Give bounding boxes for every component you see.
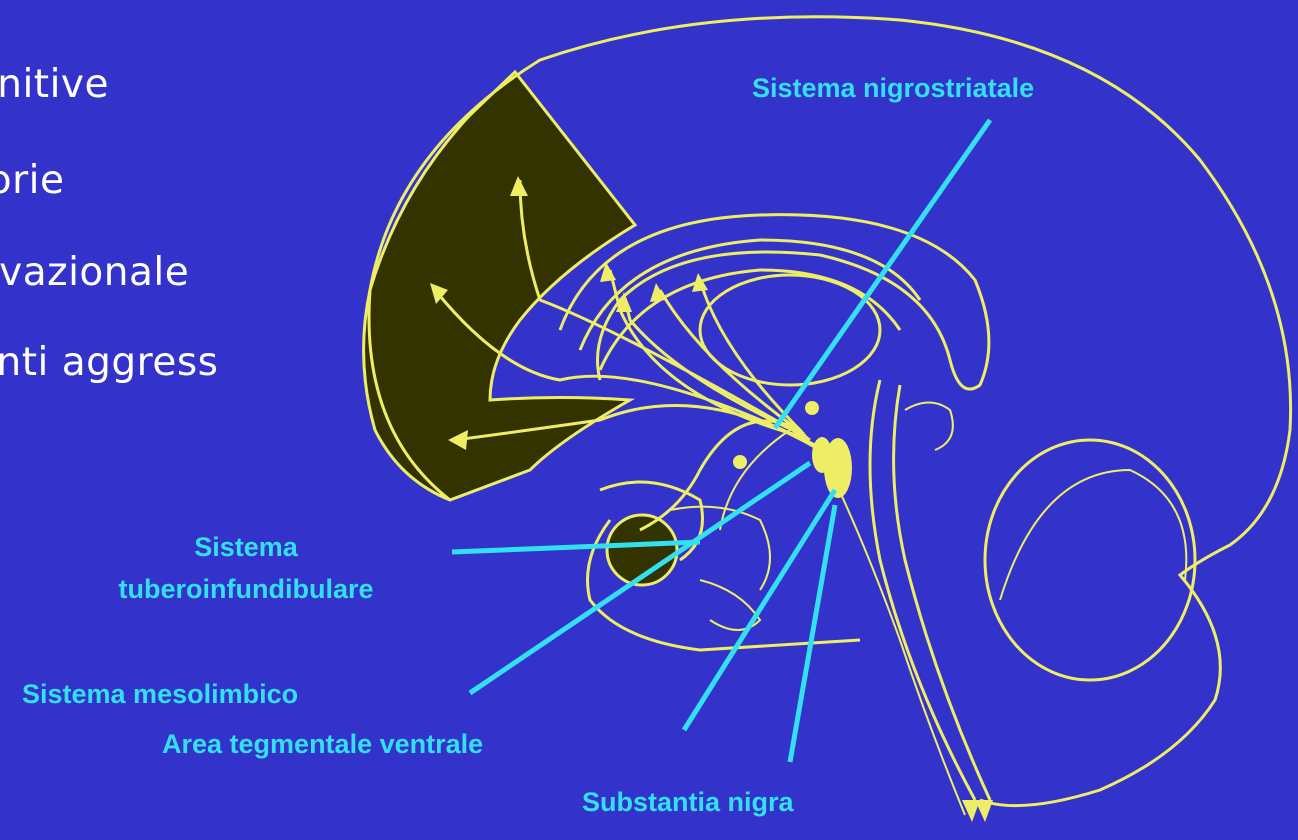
- label-area-tegmentale: Area tegmentale ventrale: [162, 726, 483, 762]
- thalamus-outline: [700, 275, 880, 385]
- cerebellum: [985, 440, 1195, 680]
- brainstem: [870, 380, 975, 800]
- cerebellum-inner: [1000, 470, 1186, 600]
- callosum-inner-arc-2: [600, 270, 900, 370]
- label-nigrostriatale: Sistema nigrostriatale: [752, 70, 1034, 106]
- bullet-cognitive: gnitive: [0, 62, 109, 107]
- fourth-ventricle: [905, 403, 953, 451]
- projection-fiber-8: [640, 421, 800, 530]
- label-mesolimbico: Sistema mesolimbico: [22, 676, 298, 712]
- brainstem-3: [820, 450, 965, 815]
- prefrontal-cortex-region: [364, 72, 635, 500]
- arrowhead-9: [975, 800, 993, 822]
- label-substantia-nigra: Substantia nigra: [582, 784, 794, 820]
- arrowhead-6: [650, 283, 666, 302]
- pointer-vta: [684, 490, 835, 730]
- label-tubero-line1: Sistema: [36, 526, 456, 568]
- pointer-mesolimbico: [470, 463, 810, 693]
- bullet-motorie: torie: [0, 158, 65, 203]
- dopamine-nuclei-2: [812, 437, 832, 473]
- bullet-motivazionale: tivazionale: [0, 250, 189, 295]
- label-tubero-line2: tuberoinfundibulare: [36, 568, 456, 610]
- nucleus-dot: [805, 401, 819, 415]
- nucleus-dot-2: [733, 455, 747, 469]
- label-tuberoinfundibulare: Sistema tuberoinfundibulare: [36, 526, 456, 610]
- pointer-substantia-nigra: [790, 505, 835, 762]
- bullet-aggressivi: enti aggress: [0, 340, 218, 385]
